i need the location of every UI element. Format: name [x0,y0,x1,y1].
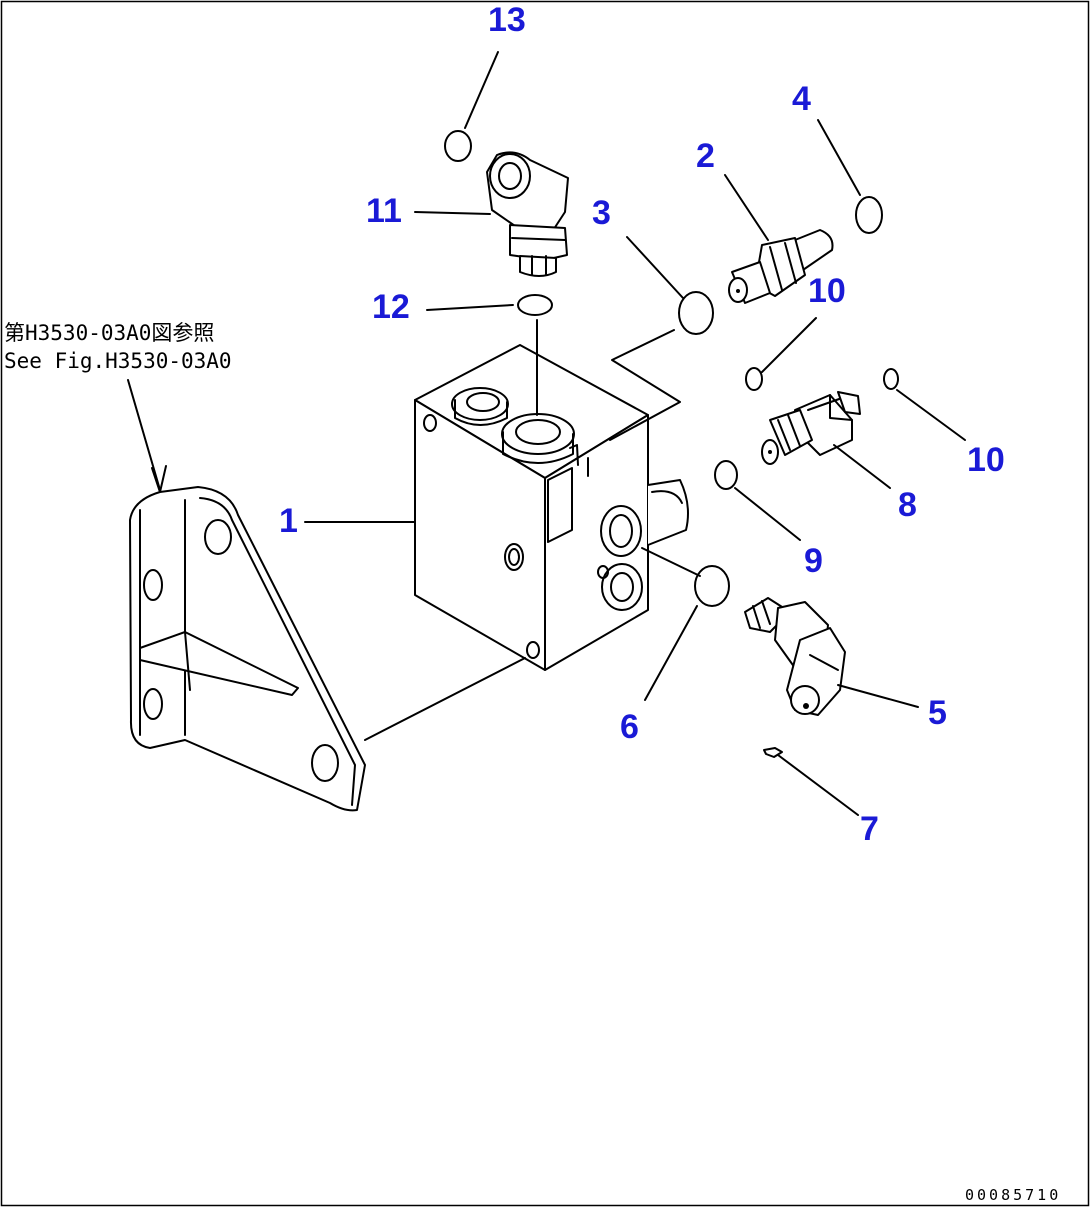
callout-5: 5 [928,694,947,732]
leader-lines [304,51,966,816]
fitting-11 [486,151,569,277]
connector-2 [728,229,834,304]
callout-13: 13 [488,1,526,39]
switch-8 [761,391,861,465]
callout-7: 7 [860,810,879,848]
seal-10-left [745,367,763,391]
reference-note-jp: 第H3530-03A0図参照 [4,321,214,345]
drawing-code: 00085710 [965,1186,1061,1204]
valve-block [414,344,689,671]
callout-1: 1 [279,502,298,540]
callout-4: 4 [792,80,811,118]
callout-11: 11 [366,192,402,230]
seal-10-right [883,368,899,390]
callout-3: 3 [592,194,611,232]
callout-8: 8 [898,486,917,524]
callout-10-right: 10 [967,441,1005,479]
seal-9 [714,460,738,490]
reference-note-en: See Fig.H3530-03A0 [4,349,232,373]
seal-3 [678,291,714,335]
seal-13 [444,130,472,162]
callout-2: 2 [696,137,715,175]
callout-labels: 13 11 12 3 2 4 10 10 8 9 1 6 5 7 [279,1,1005,848]
callout-12: 12 [372,288,410,326]
elbow-5 [744,597,846,716]
callout-10-left: 10 [808,272,846,310]
reference-arrow [127,379,161,491]
callout-6: 6 [620,708,639,746]
mounting-bracket [129,486,366,812]
seal-6 [694,565,730,607]
seal-12 [517,294,553,316]
seal-4 [855,196,883,234]
callout-9: 9 [804,542,823,580]
